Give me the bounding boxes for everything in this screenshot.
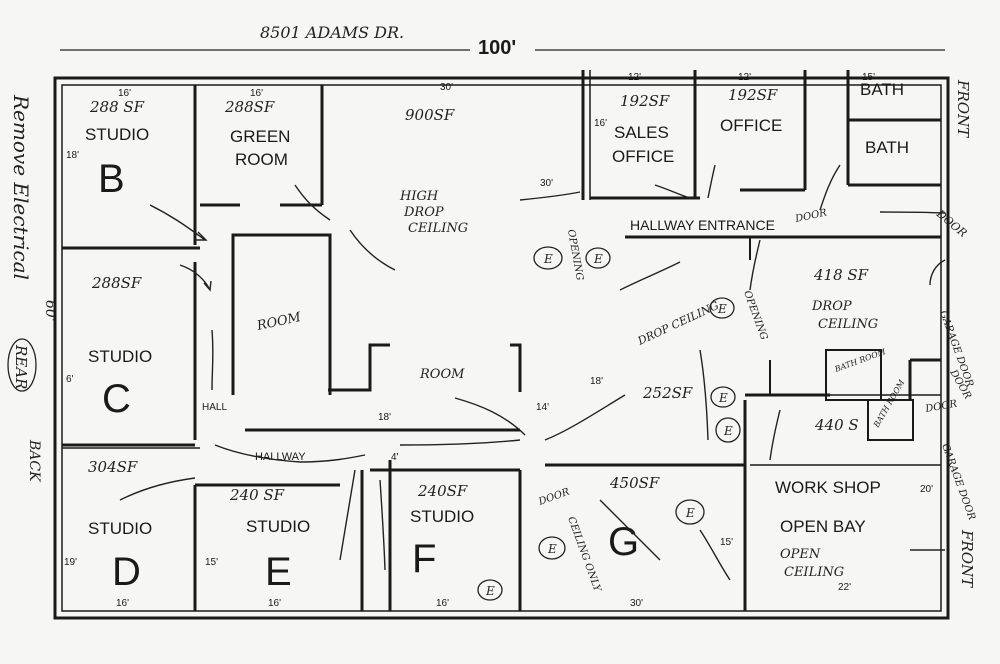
room-2-label: ROOM: [419, 367, 465, 382]
opening-label-2: OPENING: [565, 229, 585, 282]
studio-e-width: 16': [268, 598, 281, 609]
bath-2-label: BATH: [865, 138, 909, 157]
workshop-width: 22': [838, 582, 851, 593]
garage-door-label-2: GARAGE DOOR: [939, 442, 977, 522]
room-1-label: ROOM: [255, 310, 303, 334]
outer-wall-inner: [61, 84, 942, 612]
big-room-note-1: HIGH: [399, 189, 439, 204]
green-room-label-1: GREEN: [230, 127, 290, 146]
remove-electrical-note: Remove Electrical: [9, 94, 33, 280]
rear-note: REAR: [12, 344, 30, 389]
studio-d-depth: 19': [64, 557, 77, 568]
workshop-depth: 20': [920, 484, 933, 495]
green-room-width: 16': [250, 88, 263, 99]
drop-area-note-1: DROP: [811, 299, 852, 314]
bath-1-label: BATH: [860, 80, 904, 99]
door-label-1: DOOR: [793, 207, 828, 225]
sales-office-depth: 16': [594, 118, 607, 129]
studio-b-width: 16': [118, 88, 131, 99]
area-440: 440 S: [814, 416, 859, 434]
studio-f-area: 240SF: [417, 482, 468, 500]
studio-f-width: 16': [436, 598, 449, 609]
marker-e-1: E: [543, 252, 553, 266]
address-text: 8501 ADAMS DR.: [260, 23, 404, 42]
studio-f-letter: F: [412, 537, 436, 581]
front-note-bottom: FRONT: [958, 529, 976, 588]
studio-d-area: 304SF: [88, 458, 138, 476]
marker-e-3: E: [717, 302, 727, 316]
room-g-letter: G: [608, 520, 639, 564]
studio-b-label: STUDIO: [85, 125, 149, 144]
workshop-label-2: OPEN BAY: [780, 517, 866, 536]
drop-area-area: 418 SF: [813, 266, 869, 284]
studio-e-letter: E: [265, 550, 292, 594]
studio-d-width: 16': [116, 598, 129, 609]
workshop-label-1: WORK SHOP: [775, 478, 881, 497]
studio-f-label: STUDIO: [410, 507, 474, 526]
workshop-note-1: OPEN: [780, 547, 821, 562]
room-g-depth: 15': [720, 537, 733, 548]
rear-circle: [7, 338, 37, 392]
sales-office-area: 192SF: [620, 92, 670, 110]
office-area: 192SF: [728, 86, 778, 104]
studio-e-label: STUDIO: [246, 517, 310, 536]
opening-label-1: OPENING: [741, 289, 769, 341]
big-room-width: 30': [440, 82, 453, 93]
drop-ceiling-label: DROP CEILING: [635, 299, 721, 348]
office-label: OFFICE: [720, 116, 782, 135]
bath-width: 15': [862, 72, 875, 83]
hall-label: HALL: [202, 402, 227, 413]
studio-b-area: 288 SF: [89, 98, 145, 116]
room-g-area: 450SF: [609, 474, 660, 492]
studio-e-area: 240 SF: [229, 486, 285, 504]
front-note-top: FRONT: [954, 79, 972, 138]
studio-d-label: STUDIO: [88, 519, 152, 538]
hall-area-width: 18': [590, 376, 603, 387]
overall-width-label: 100': [478, 37, 516, 59]
sales-office-width: 12': [628, 72, 641, 83]
marker-e-4: E: [718, 391, 728, 405]
green-room-label-2: ROOM: [235, 150, 288, 169]
big-room-depth: 30': [540, 178, 553, 189]
office-width: 12': [738, 72, 751, 83]
outer-wall: [53, 76, 950, 620]
drop-area-note-2: CEILING: [818, 317, 878, 332]
bath-room-small-2: BATH ROOM: [871, 378, 906, 430]
studio-b-depth: 18': [66, 150, 79, 161]
studio-c-letter: C: [102, 377, 131, 421]
sales-office-label-2: OFFICE: [612, 147, 674, 166]
marker-e-2: E: [593, 252, 603, 266]
big-room-area: 900SF: [405, 106, 455, 124]
hallway-label: HALLWAY: [255, 451, 306, 463]
door-label-2: DOOR: [933, 207, 969, 240]
hall-area-area: 252SF: [642, 384, 693, 402]
workshop-note-2: CEILING: [784, 565, 844, 580]
studio-c-label: STUDIO: [88, 347, 152, 366]
marker-e-5: E: [723, 424, 733, 438]
interior-walls: [62, 70, 941, 611]
room-2-width: 18': [378, 412, 391, 423]
ceiling-only-label: CEILING ONLY: [565, 515, 603, 594]
room-g-width: 30': [630, 598, 643, 609]
hallway-width: 4': [391, 452, 399, 463]
sales-office-label-1: SALES: [614, 123, 669, 142]
studio-e-depth: 15': [205, 557, 218, 568]
studio-c-depth: 6': [66, 374, 74, 385]
green-room-area: 288SF: [224, 98, 275, 116]
hall-area-depth: 14': [536, 402, 549, 413]
marker-e-8: E: [485, 584, 495, 598]
studio-c-area: 288SF: [91, 274, 142, 292]
marker-e-6: E: [685, 506, 695, 520]
big-room-note-2: DROP: [403, 205, 444, 220]
flow-arrows: [119, 164, 946, 581]
big-room-note-3: CEILING: [408, 221, 468, 236]
back-note: BACK: [26, 439, 42, 483]
hallway-entrance-label: HALLWAY ENTRANCE: [630, 217, 775, 233]
studio-d-letter: D: [112, 550, 141, 594]
e-markers: E E E E E E E E: [477, 246, 741, 601]
marker-e-7: E: [547, 542, 557, 556]
studio-b-letter: B: [98, 157, 125, 201]
door-label-3: DOOR: [536, 486, 571, 508]
